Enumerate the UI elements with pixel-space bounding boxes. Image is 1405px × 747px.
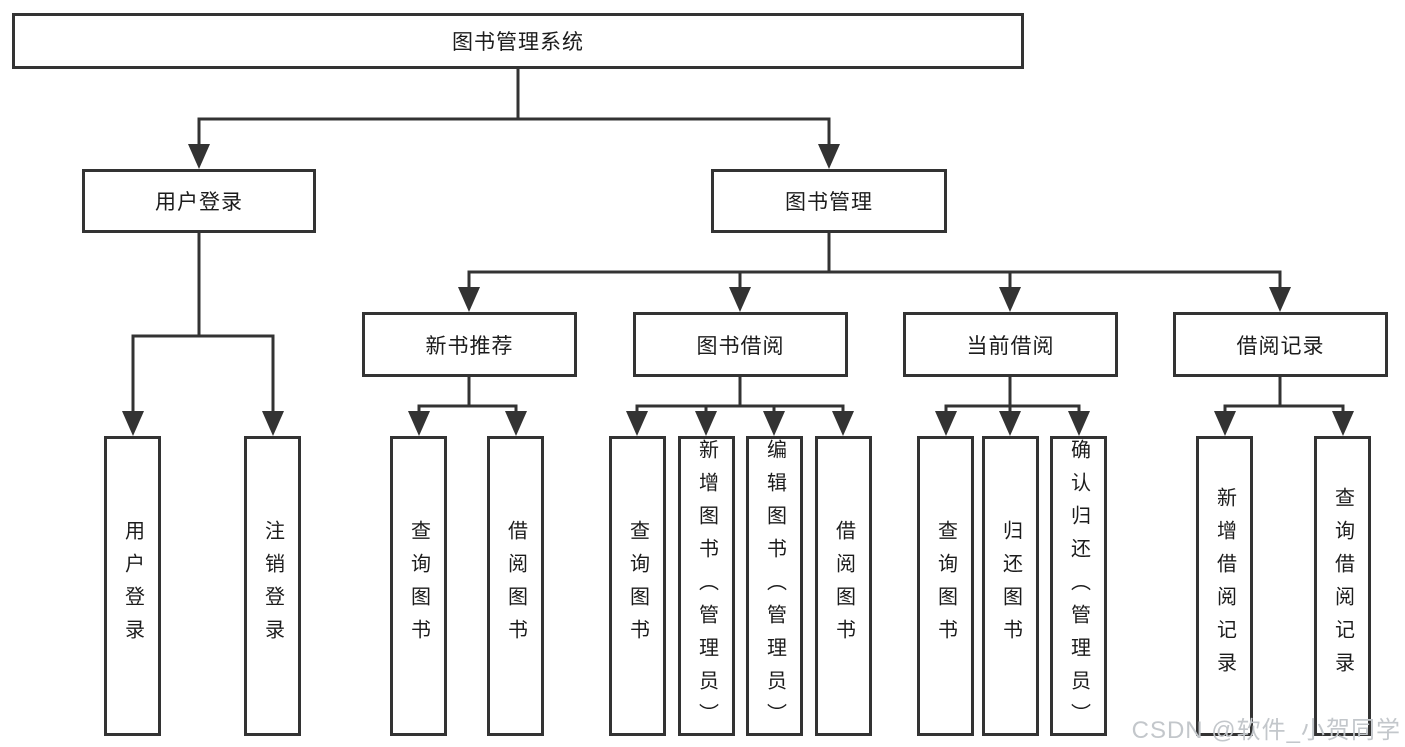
leaf-label: 借阅图书 xyxy=(832,520,855,652)
leaf-label: 新增图书（管理员） xyxy=(695,439,718,736)
leaf-label: 查询图书 xyxy=(626,520,649,652)
node-current-borrowing: 当前借阅 xyxy=(903,312,1118,377)
node-label: 借阅记录 xyxy=(1236,334,1325,358)
leaf-borrow-books: 借阅图书 xyxy=(815,436,872,736)
leaf-return-books: 归还图书 xyxy=(982,436,1039,736)
leaf-query-books-borrow: 查询图书 xyxy=(609,436,666,736)
node-user-login: 用户登录 xyxy=(82,169,316,233)
leaf-user-login: 用户登录 xyxy=(104,436,161,736)
node-label: 图书管理系统 xyxy=(452,31,584,54)
arrow-head-icons xyxy=(122,144,1354,436)
leaf-label: 查询借阅记录 xyxy=(1331,487,1354,685)
leaf-label: 新增借阅记录 xyxy=(1213,487,1236,685)
node-label: 图书管理 xyxy=(785,191,873,214)
leaf-label: 用户登录 xyxy=(121,520,144,652)
leaf-label: 编辑图书（管理员） xyxy=(763,439,786,736)
node-label: 用户登录 xyxy=(155,191,243,214)
leaf-add-borrow-record: 新增借阅记录 xyxy=(1196,436,1253,736)
node-book-borrowing: 图书借阅 xyxy=(633,312,848,377)
leaf-query-books-recommend: 查询图书 xyxy=(390,436,447,736)
node-label: 图书借阅 xyxy=(696,334,785,358)
leaf-edit-books-admin: 编辑图书（管理员） xyxy=(746,436,803,736)
leaf-logout: 注销登录 xyxy=(244,436,301,736)
node-borrowing-records: 借阅记录 xyxy=(1173,312,1388,377)
node-new-book-recommendation: 新书推荐 xyxy=(362,312,577,377)
node-library-management-system: 图书管理系统 xyxy=(12,13,1024,69)
leaf-add-books-admin: 新增图书（管理员） xyxy=(678,436,735,736)
leaf-label: 借阅图书 xyxy=(504,520,527,652)
watermark: CSDN @软件_小贺同学 xyxy=(1131,717,1401,744)
node-label: 新书推荐 xyxy=(425,334,514,358)
node-label: 当前借阅 xyxy=(966,334,1055,358)
leaf-borrow-books-recommend: 借阅图书 xyxy=(487,436,544,736)
leaf-query-borrow-record: 查询借阅记录 xyxy=(1314,436,1371,736)
leaf-label: 确认归还（管理员） xyxy=(1067,439,1090,736)
node-book-management: 图书管理 xyxy=(711,169,947,233)
leaf-confirm-return-admin: 确认归还（管理员） xyxy=(1050,436,1107,736)
leaf-query-books-current: 查询图书 xyxy=(917,436,974,736)
leaf-label: 注销登录 xyxy=(261,520,284,652)
leaf-label: 归还图书 xyxy=(999,520,1022,652)
leaf-label: 查询图书 xyxy=(407,520,430,652)
leaf-label: 查询图书 xyxy=(934,520,957,652)
